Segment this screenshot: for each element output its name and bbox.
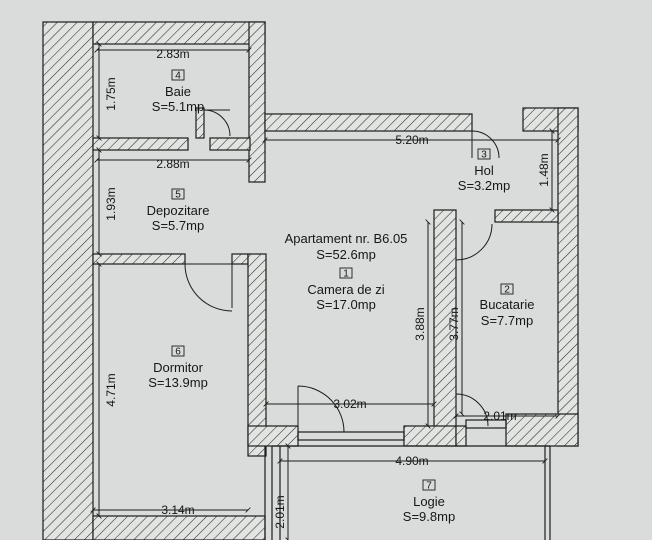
wall-north-baie (92, 21, 266, 45)
dim-bucatarie-height: 3.77m (447, 307, 461, 340)
dim-baie-width: 2.83m (156, 47, 189, 61)
dim-dormitor-width: 3.14m (161, 503, 194, 517)
dim-camera-height: 3.88m (413, 307, 427, 340)
wall-depozitare-dormitor (92, 253, 186, 265)
room-area-hol: S=3.2mp (458, 178, 510, 193)
room-name-depozitare: Depozitare (147, 203, 210, 218)
room-number-depozitare: 5 (175, 190, 181, 201)
dim-dormitor-height: 4.71m (104, 373, 118, 406)
room-number-baie: 4 (175, 71, 181, 82)
door-bucatarie[interactable] (455, 223, 493, 261)
dim-bucatarie-width: 2.01m (483, 409, 516, 423)
room-number-boxes (171, 69, 514, 491)
wall-baie-door-stub (195, 107, 205, 139)
wall-east (557, 107, 579, 447)
room-name-baie: Baie (165, 84, 191, 99)
room-labels: 4 Baie S=5.1mp 5 Depozitare S=5.7mp 3 Ho… (147, 71, 535, 525)
walls (42, 21, 579, 540)
dim-baie-height: 1.75m (104, 77, 118, 110)
door-dormitor[interactable] (184, 263, 233, 312)
apartment-total-area: S=52.6mp (316, 247, 376, 262)
wall-baie-depozitare (92, 137, 189, 151)
room-number-logie: 7 (426, 481, 432, 492)
wall-baie-depozitare-right (209, 137, 251, 151)
room-area-bucatarie: S=7.7mp (481, 313, 533, 328)
wall-dormitor-door-stub (231, 253, 249, 265)
dim-hol-length: 5.20m (395, 133, 428, 147)
room-name-dormitor: Dormitor (153, 360, 204, 375)
dim-depozitare-height: 1.93m (104, 187, 118, 220)
dim-logie-width: 4.90m (395, 454, 428, 468)
room-area-logie: S=9.8mp (403, 509, 455, 524)
room-area-baie: S=5.1mp (152, 99, 204, 114)
room-area-dormitor: S=13.9mp (148, 375, 208, 390)
dim-camera-width: 3.02m (333, 397, 366, 411)
wall-north-hol (264, 113, 473, 132)
dimension-labels: 2.83m 1.75m 2.88m 1.93m 5.20m 1.48m 3.88… (104, 47, 551, 529)
door-baie[interactable] (203, 109, 231, 137)
wall-south-dormitor (92, 515, 266, 540)
wall-baie-east (248, 21, 266, 183)
dim-hol-height: 1.48m (537, 153, 551, 186)
apartment-title: Apartament nr. B6.05 (285, 231, 408, 246)
room-number-bucatarie: 2 (504, 285, 510, 296)
wall-south-bucatarie-left (455, 425, 467, 447)
room-area-depozitare: S=5.7mp (152, 218, 204, 233)
room-name-bucatarie: Bucatarie (480, 297, 535, 312)
wall-hol-bucatarie (494, 209, 559, 223)
door-balcony-camera[interactable] (297, 385, 345, 433)
room-name-hol: Hol (474, 163, 494, 178)
wall-south-camera-mid (403, 425, 457, 447)
room-area-camera: S=17.0mp (316, 297, 376, 312)
room-name-logie: Logie (413, 494, 445, 509)
dim-logie-height: 2.01m (273, 495, 287, 528)
wall-west (42, 21, 94, 540)
room-number-camera: 1 (343, 269, 349, 280)
room-number-dormitor: 6 (175, 347, 181, 358)
dim-depozitare-width: 2.88m (156, 157, 189, 171)
dimension-lines (90, 41, 561, 540)
wall-south-bucatarie (505, 413, 579, 447)
wall-dormitor-camera (247, 253, 267, 457)
room-name-camera: Camera de zi (307, 282, 384, 297)
wall-south-camera (247, 425, 299, 447)
room-number-hol: 3 (481, 150, 487, 161)
